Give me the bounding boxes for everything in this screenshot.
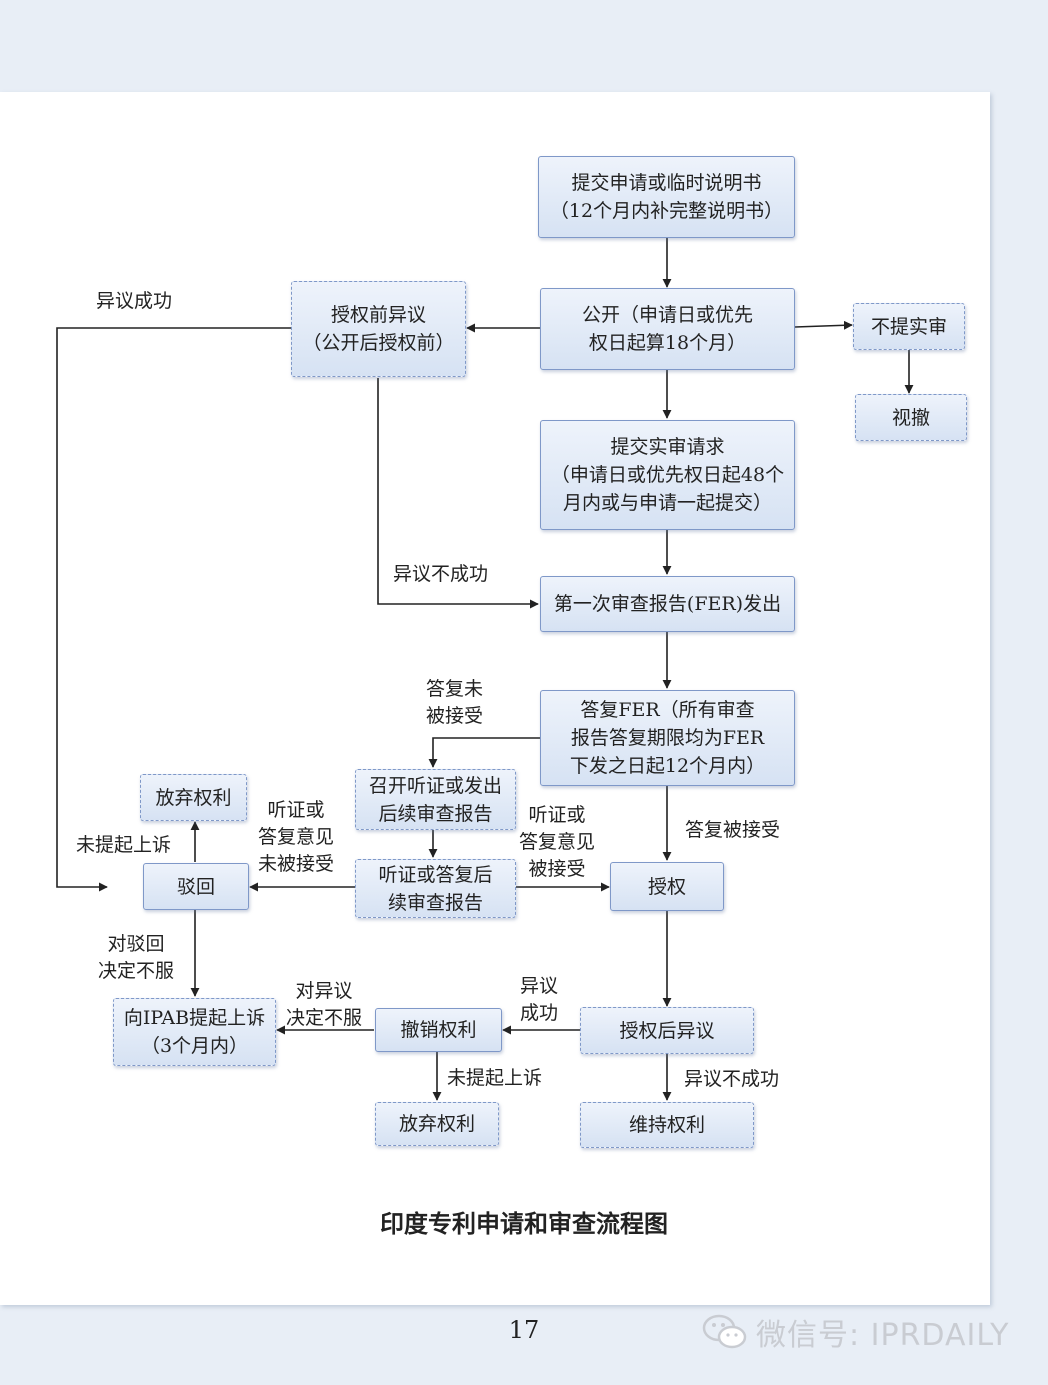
label-opposition-fail-bottom: 异议不成功 [684, 1068, 780, 1090]
rejection-box: 驳回 [143, 863, 249, 910]
publication-box: 公开（申请日或优先 权日起算18个月） [540, 288, 795, 370]
label-opposition-success-bottom: 异议 成功 [520, 975, 559, 1024]
revoke-rights-box: 撤销权利 [375, 1008, 502, 1052]
arrow-publish-to-no-exam [794, 320, 853, 330]
arrow-opposition-fail-to-fer [377, 378, 539, 609]
no-exam-request-box: 不提实审 [853, 303, 965, 350]
maintain-rights-box: 维持权利 [580, 1102, 754, 1148]
label-hearing-accepted: 听证或 答复意见 被接受 [519, 804, 596, 880]
arrow-reply-to-hearing [428, 737, 540, 768]
label-hearing-not-accepted: 听证或 答复意见 未被接受 [258, 799, 335, 875]
pre-grant-opposition-box: 授权前异议 （公开后授权前） [291, 281, 466, 377]
wechat-icon [702, 1314, 747, 1349]
label-appeal-rejection: 对驳回 决定不服 [98, 933, 175, 982]
abandon-rights-left-box: 放弃权利 [140, 774, 247, 821]
arrow-opposition-success-to-reject [56, 327, 291, 892]
watermark-text: 微信号: IPRDAILY [756, 1318, 1010, 1353]
figure-caption: 印度专利申请和审查流程图 [380, 1210, 668, 1238]
label-no-appeal-left: 未提起上诉 [76, 834, 172, 856]
hearing-reply-box: 听证或答复后 续审查报告 [355, 859, 516, 918]
page-number: 17 [508, 1316, 540, 1344]
label-reply-not-accepted: 答复未 被接受 [426, 678, 484, 727]
deemed-withdrawn-box: 视撤 [855, 394, 967, 441]
label-reply-accepted: 答复被接受 [685, 819, 781, 841]
abandon-rights-bottom-box: 放弃权利 [375, 1102, 499, 1146]
post-grant-opposition-box: 授权后异议 [580, 1007, 754, 1054]
ipab-appeal-box: 向IPAB提起上诉 （3个月内） [113, 998, 276, 1066]
hearing-box: 召开听证或发出 后续审查报告 [355, 769, 516, 830]
label-no-appeal-bottom: 未提起上诉 [447, 1067, 543, 1089]
label-opposition-fail-top: 异议不成功 [393, 563, 489, 585]
label-appeal-opposition: 对异议 决定不服 [286, 980, 363, 1029]
watermark: 微信号: IPRDAILY [702, 1310, 1009, 1354]
reply-fer-box: 答复FER（所有审查 报告答复期限均为FER 下发之日起12个月内） [540, 690, 795, 786]
label-opposition-success-top: 异议成功 [96, 290, 173, 312]
exam-request-box: 提交实审请求 （申请日或优先权日起48个 月内或与申请一起提交） [540, 420, 795, 530]
submit-application-box: 提交申请或临时说明书 （12个月内补完整说明书） [538, 156, 795, 238]
grant-box: 授权 [610, 862, 724, 911]
fer-issued-box: 第一次审查报告(FER)发出 [540, 576, 795, 632]
